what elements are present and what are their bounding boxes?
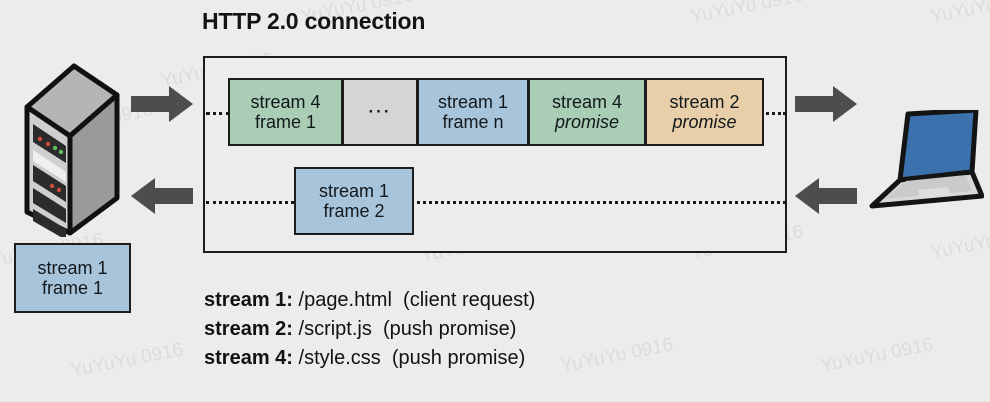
frame-line1: stream 4	[250, 91, 321, 112]
legend-keyword: stream	[204, 347, 270, 369]
frame-line2: frame n	[442, 112, 504, 132]
frame-box[interactable]: stream 4 frame 1	[228, 78, 343, 146]
frame-line2: promise	[672, 112, 737, 132]
legend: stream 1: /page.html (client request) st…	[204, 286, 535, 373]
frame-line1: stream 1	[437, 91, 509, 112]
watermark: YuYuYu 0916	[928, 221, 990, 264]
frame-line2: frame 1	[254, 112, 317, 132]
legend-path: /script.js	[292, 318, 372, 340]
frame-box[interactable]: stream 1 frame 2	[294, 167, 414, 235]
frame-line1: stream 1	[318, 180, 390, 201]
outbound-dotted-line-left	[206, 112, 230, 115]
server-icon	[24, 62, 120, 242]
outbound-dotted-line-right	[761, 112, 786, 115]
frame-box-ellipsis[interactable]: ···	[342, 78, 418, 146]
legend-number: 2:	[269, 318, 293, 340]
frame-box[interactable]: stream 2 promise	[645, 78, 764, 146]
legend-keyword: stream	[204, 289, 270, 311]
legend-path: /style.css	[292, 347, 381, 369]
diagram-title: HTTP 2.0 connection	[202, 8, 426, 34]
frame-line1: stream 2	[669, 91, 740, 112]
legend-number: 1:	[269, 289, 293, 311]
frame-box[interactable]: stream 1 frame n	[417, 78, 529, 146]
legend-note: (client request)	[403, 289, 536, 311]
ellipsis-label: ···	[368, 102, 392, 122]
arrow-left-client-out	[795, 178, 857, 214]
inbound-dotted-line	[206, 201, 786, 204]
watermark: YuYuYu 0916	[688, 0, 805, 28]
legend-note: (push promise)	[382, 318, 517, 340]
queued-frame-box[interactable]: stream 1 frame 1	[14, 243, 131, 313]
watermark: YuYuYu 0916	[558, 334, 675, 377]
frame-line2: frame 1	[41, 278, 104, 298]
watermark: YuYuYu 0916	[818, 334, 935, 377]
frame-box[interactable]: stream 4 promise	[528, 78, 646, 146]
arrow-right-client-in	[795, 86, 857, 122]
arrow-right-server-out	[131, 86, 193, 122]
laptop-client-icon	[856, 107, 985, 215]
arrow-left-server-in	[131, 178, 193, 214]
legend-path: /page.html	[292, 289, 392, 311]
frame-line2: frame 2	[323, 201, 385, 221]
legend-note: (push promise)	[391, 347, 526, 369]
frame-line1: stream 4	[551, 91, 623, 112]
frame-line2: promise	[554, 112, 620, 132]
watermark: YuYuYu 0916	[68, 339, 185, 382]
frame-line1: stream 1	[37, 257, 108, 278]
legend-number: 4:	[269, 347, 293, 369]
legend-keyword: stream	[204, 318, 270, 340]
legend-row: stream 4: /style.css (push promise)	[204, 344, 535, 373]
legend-row: stream 2: /script.js (push promise)	[204, 315, 535, 344]
legend-row: stream 1: /page.html (client request)	[204, 286, 535, 315]
watermark: YuYuYu 0916	[928, 0, 990, 28]
